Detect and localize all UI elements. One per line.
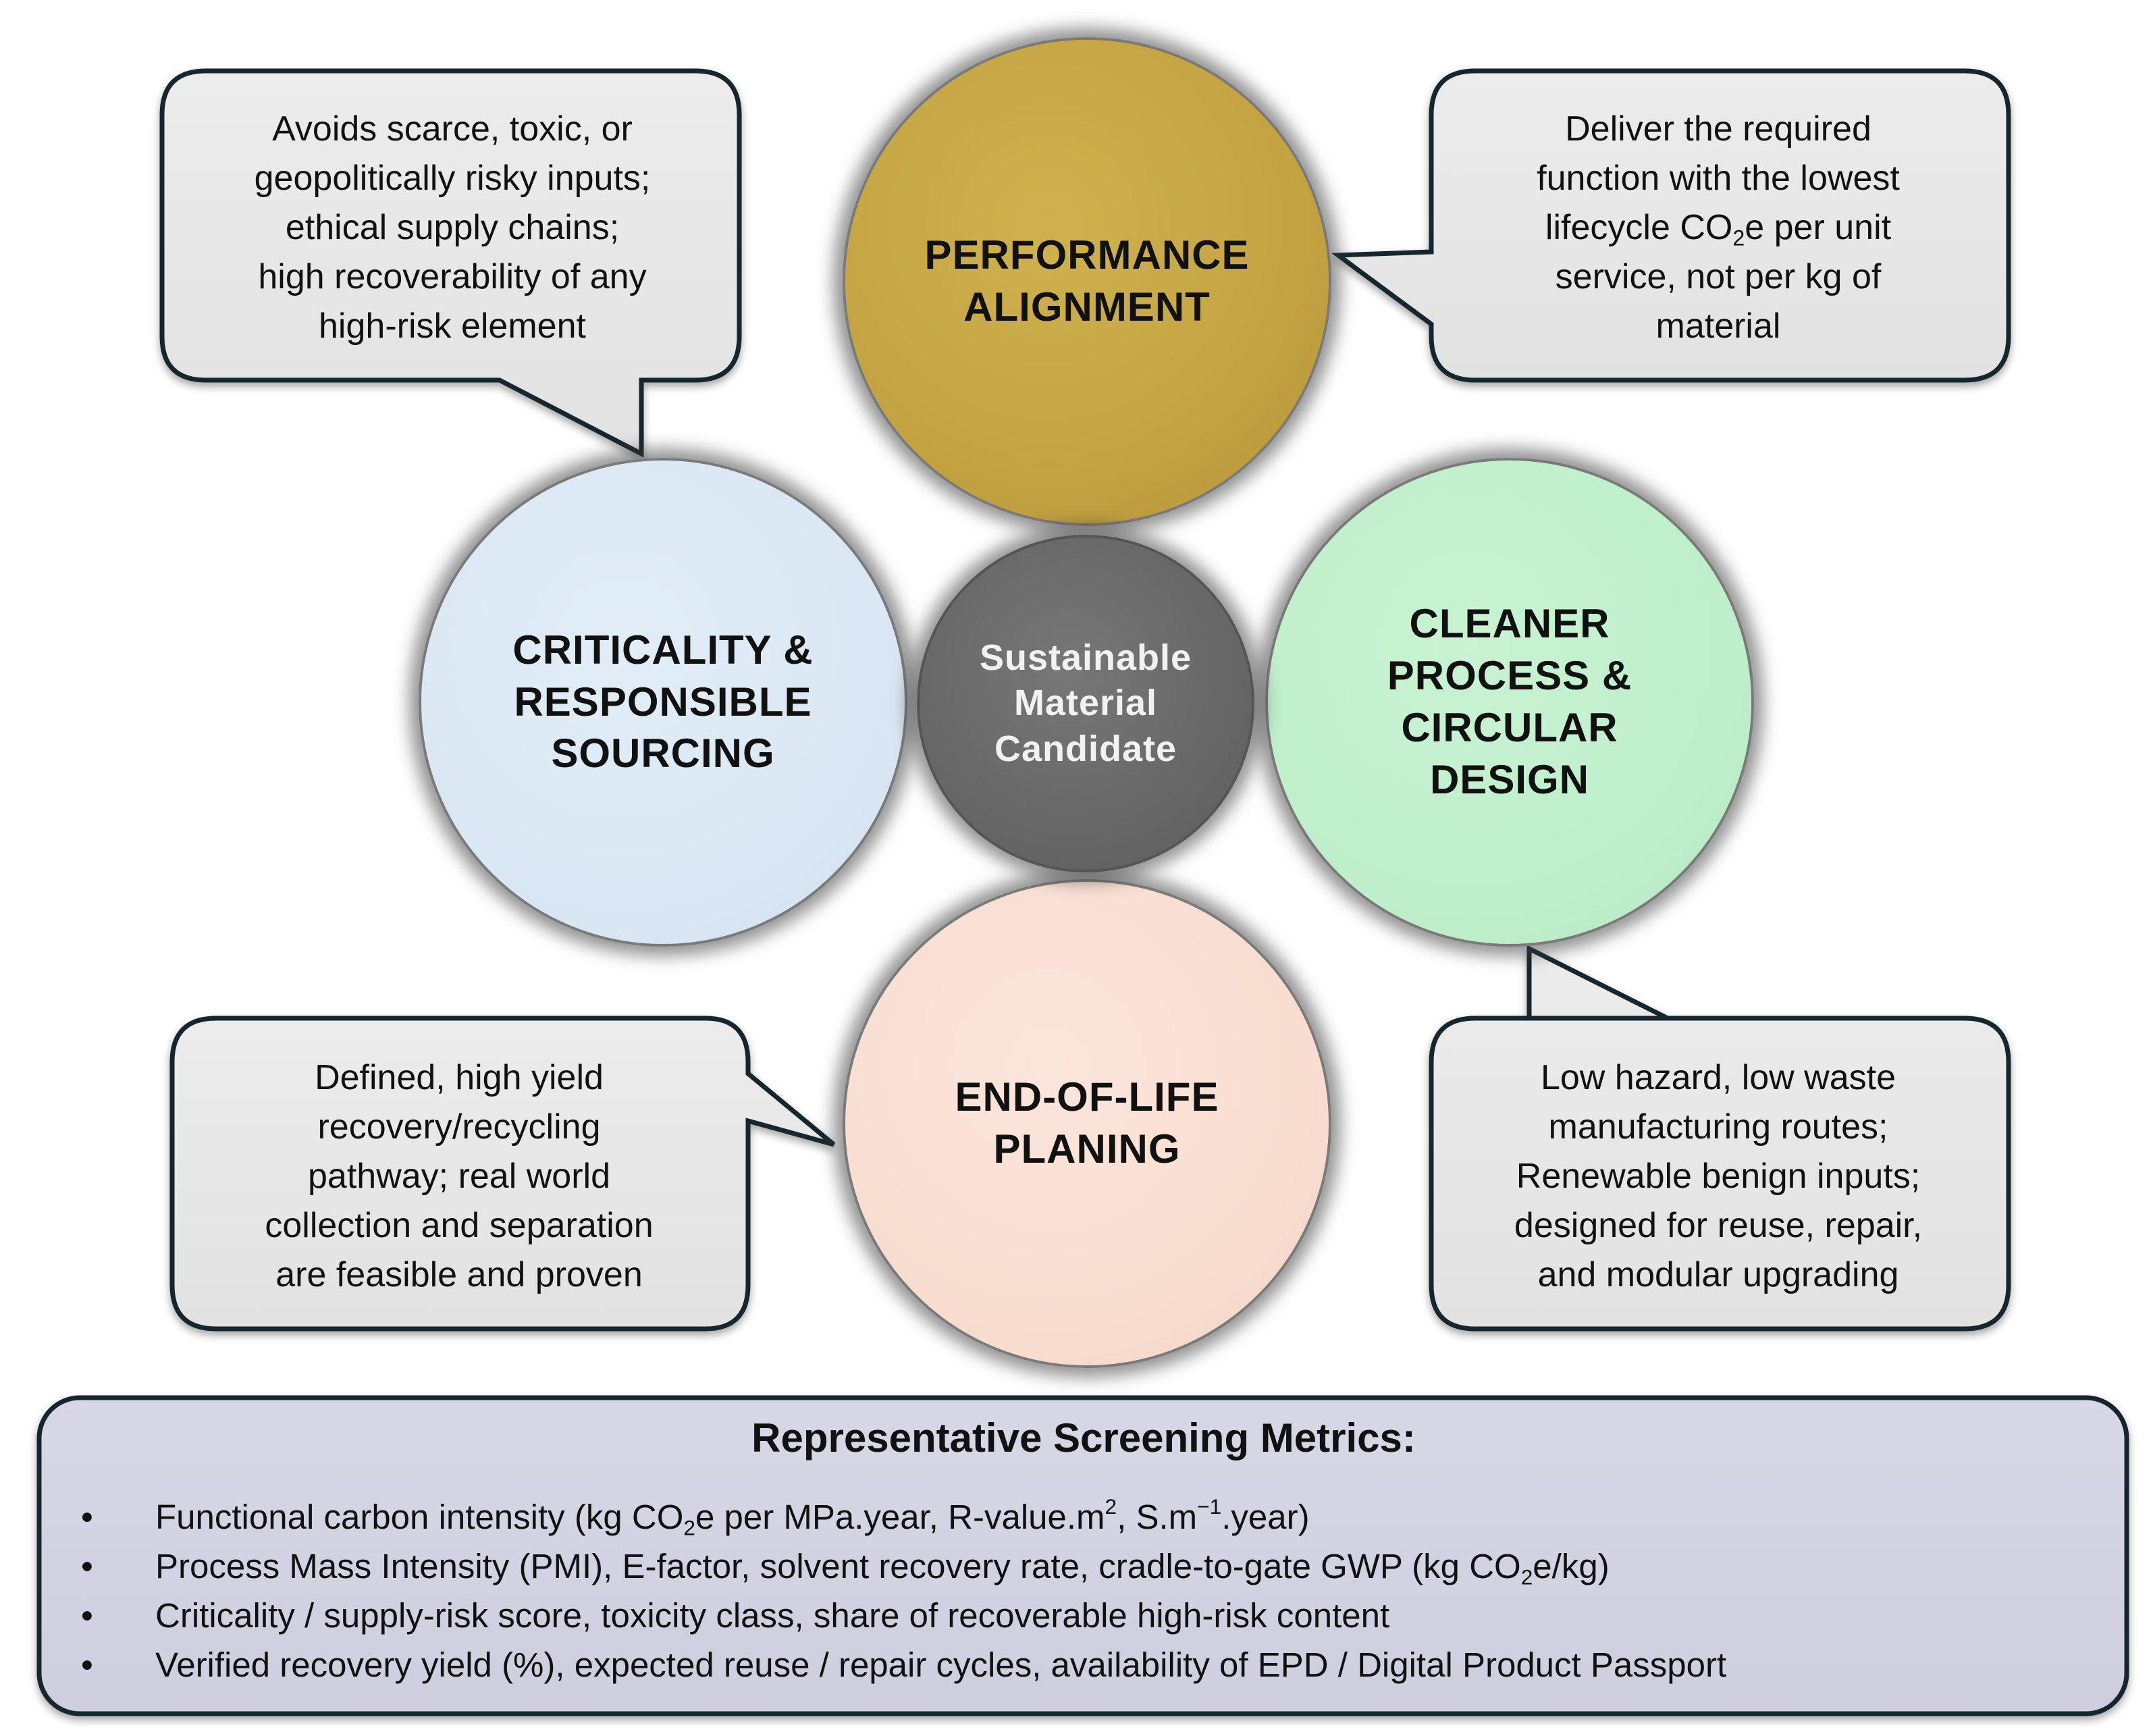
bullet: •	[81, 1646, 93, 1684]
metric-text: Verified recovery yield (%), expected re…	[155, 1646, 1727, 1684]
center-candidate-label: Sustainable Material Candidate	[979, 637, 1192, 769]
metrics-list-item: • Process Mass Intensity (PMI), E-factor,…	[74, 1542, 2100, 1591]
callout-performance-line: service, not per kg of	[1555, 257, 1882, 296]
performance-alignment-label: PERFORMANCE ALIGNMENT	[924, 232, 1250, 330]
superscript-text: −1	[1197, 1494, 1222, 1519]
callout-box-cleaner	[1429, 945, 2011, 1332]
subscript-text: 2	[683, 1515, 695, 1540]
criticality-sourcing-label: CRITICALITY & RESPONSIBLE SOURCING	[512, 627, 814, 777]
callout-performance-text-span: lifecycle CO	[1545, 208, 1733, 247]
metric-text: Process Mass Intensity (PMI), E-factor, …	[155, 1547, 1521, 1585]
performance-alignment-circle: PERFORMANCE ALIGNMENT	[843, 37, 1331, 526]
callout-performance-text-span: e per unit	[1745, 208, 1892, 247]
bullet: •	[81, 1547, 93, 1585]
metric-text: e/kg)	[1533, 1547, 1610, 1585]
cleaner-process-label: CLEANER PROCESS & CIRCULAR DESIGN	[1387, 601, 1632, 802]
metric-text: e per MPa.year, R-value.m	[695, 1498, 1105, 1536]
subscript-text: 2	[1520, 1564, 1533, 1589]
metrics-panel	[36, 1395, 2129, 1716]
metric-text: .year)	[1221, 1498, 1310, 1536]
end-of-life-circle: END-OF-LIFE PLANING	[843, 879, 1331, 1368]
callout-performance-line: function with the lowest	[1537, 159, 1900, 198]
callout-performance-line: material	[1655, 307, 1781, 346]
callout-box-criticality	[159, 68, 742, 458]
callout-cleaner-text: Low hazard, low waste manufacturing rout…	[1514, 1058, 1923, 1294]
metric-text: Functional carbon intensity (kg CO	[155, 1498, 684, 1536]
criticality-sourcing-circle: CRITICALITY & RESPONSIBLE SOURCING	[419, 458, 907, 947]
callout-end-of-life-text: Defined, high yield recovery/recycling p…	[265, 1058, 654, 1294]
metric-text: , S.m	[1117, 1498, 1198, 1536]
bullet: •	[81, 1498, 93, 1536]
metrics-list: •Functional carbon intensity (kg CO2e pe…	[74, 1492, 2100, 1689]
subscript-text: 2	[1732, 226, 1745, 251]
callout-box-end-of-life	[169, 1016, 836, 1332]
callout-performance-line: lifecycle CO2e per unit	[1435, 203, 2002, 253]
superscript-text: 2	[1105, 1494, 1117, 1519]
callout-performance-text: Deliver the required function with the l…	[1435, 105, 2002, 351]
metrics-title: Representative Screening Metrics:	[751, 1415, 1416, 1461]
metrics-list-item: •Functional carbon intensity (kg CO2e pe…	[74, 1492, 2100, 1542]
metric-text: Criticality / supply-risk score, toxicit…	[155, 1596, 1390, 1635]
callout-criticality-text: Avoids scarce, toxic, or geopolitically …	[254, 109, 651, 346]
callout-performance-line: Deliver the required	[1565, 109, 1871, 149]
center-candidate-circle: Sustainable Material Candidate	[917, 535, 1254, 872]
end-of-life-label: END-OF-LIFE PLANING	[955, 1074, 1219, 1172]
bullet: •	[81, 1596, 93, 1635]
cleaner-process-circle: CLEANER PROCESS & CIRCULAR DESIGN	[1265, 458, 1754, 947]
callout-box-performance	[1331, 68, 2011, 383]
metrics-list-item: • Criticality / supply-risk score, toxici…	[74, 1591, 2100, 1640]
metrics-list-item: • Verified recovery yield (%), expected r…	[74, 1640, 2100, 1689]
